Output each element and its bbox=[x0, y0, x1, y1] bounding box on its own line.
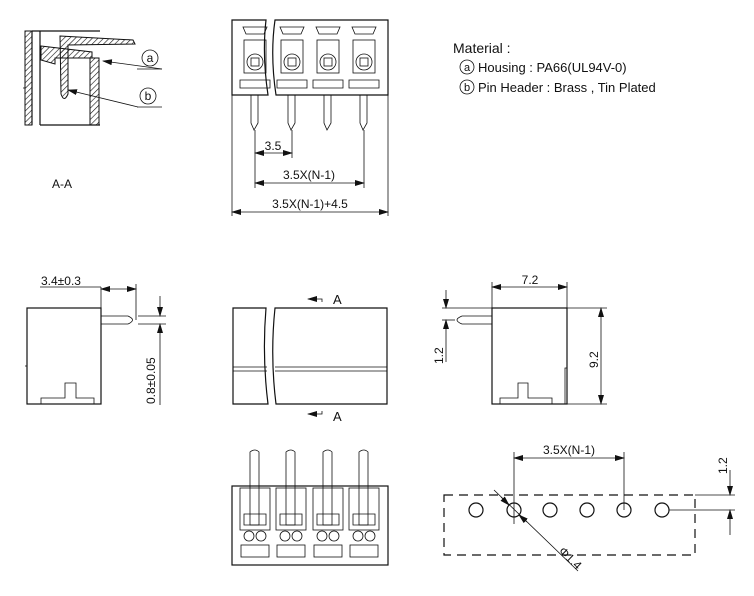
section-view-a-a: a b A-A bbox=[23, 30, 163, 191]
dim-span: 3.5X(N-1) bbox=[283, 168, 335, 182]
dim-pin-length: 3.4±0.3 bbox=[41, 274, 81, 288]
pins bbox=[250, 95, 368, 131]
material-housing: Housing : PA66(UL94V-0) bbox=[478, 60, 627, 75]
material-marker-a bbox=[459, 59, 475, 75]
material-marker-b-label: b bbox=[464, 82, 470, 94]
material-notes: Material : a Housing : PA66(UL94V-0) b P… bbox=[453, 40, 656, 95]
callout-a-label: a bbox=[147, 51, 154, 65]
section-title: A-A bbox=[52, 177, 72, 191]
dim-pin-offset: 1.2 bbox=[432, 347, 446, 364]
material-marker-a-label: a bbox=[464, 62, 471, 74]
footprint-hole-diameter: Φ1.4 bbox=[556, 544, 585, 573]
callout-b bbox=[139, 87, 157, 105]
bottom-cells bbox=[239, 449, 380, 558]
right-side-view: 7.2 9.2 1.2 bbox=[432, 273, 607, 405]
terminal-cells bbox=[239, 26, 380, 89]
material-marker-b bbox=[459, 79, 475, 95]
footprint-dim-span: 3.5X(N-1) bbox=[543, 443, 595, 457]
bottom-view bbox=[231, 449, 389, 566]
dim-pitch: 3.5 bbox=[265, 139, 282, 153]
hole bbox=[579, 502, 595, 518]
callout-a bbox=[141, 49, 159, 67]
section-mark-bottom: A bbox=[333, 409, 342, 424]
callout-b-label: b bbox=[145, 89, 152, 103]
material-pin-header: Pin Header : Brass , Tin Plated bbox=[478, 80, 656, 95]
hole bbox=[468, 502, 484, 518]
left-side-view: 3.4±0.3 0.8±0.05 bbox=[25, 274, 166, 405]
top-view: 3.5 3.5X(N-1) 3.5X(N-1)+4.5 bbox=[231, 19, 389, 216]
footprint-dim-offset: 1.2 bbox=[716, 457, 730, 474]
section-mark-top: A bbox=[333, 292, 342, 307]
pcb-footprint: 3.5X(N-1) 1.2 Φ1.4 bbox=[443, 443, 735, 573]
hole bbox=[542, 502, 558, 518]
material-heading: Material : bbox=[453, 40, 511, 56]
dim-depth: 7.2 bbox=[522, 273, 539, 287]
hole bbox=[654, 502, 670, 518]
dim-pin-thickness: 0.8±0.05 bbox=[144, 357, 158, 404]
front-view: A A bbox=[232, 292, 388, 424]
dim-overall: 3.5X(N-1)+4.5 bbox=[272, 197, 348, 211]
dim-height: 9.2 bbox=[587, 351, 601, 368]
